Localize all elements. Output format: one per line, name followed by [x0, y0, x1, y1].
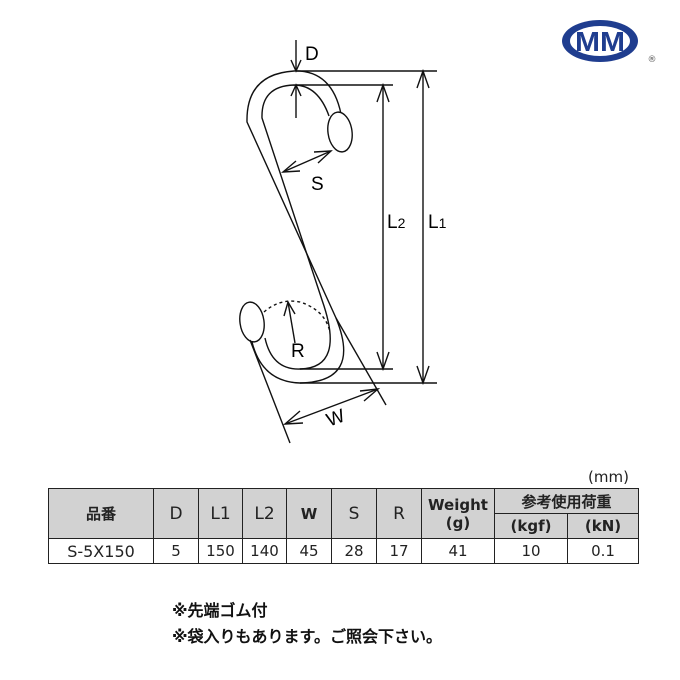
- note-rubber-tip: ※先端ゴム付: [172, 601, 268, 620]
- header-r: R: [376, 488, 422, 539]
- brand-logo: MM ®: [560, 16, 660, 70]
- unit-label: (mm): [588, 468, 629, 486]
- header-weight: Weight(g): [421, 488, 495, 539]
- svg-text:®: ®: [648, 55, 657, 65]
- dim-label-d: D: [305, 44, 319, 65]
- cell-kn: 0.1: [567, 538, 639, 564]
- dim-label-l2: LL22: [387, 212, 406, 233]
- weight-label: Weight: [428, 495, 488, 514]
- cell-l1: 150: [198, 538, 243, 564]
- svg-text:MM: MM: [575, 26, 625, 57]
- spec-table: 品番 D L1 L2 W S R Weight(g) 参考使用荷重 (kgf) …: [48, 488, 639, 564]
- cell-w: 45: [286, 538, 332, 564]
- dim-label-l1: LL11: [428, 212, 447, 233]
- header-l2: L2: [242, 488, 287, 539]
- header-w: W: [286, 488, 332, 539]
- header-l1: L1: [198, 488, 243, 539]
- weight-unit: (g): [445, 513, 471, 532]
- header-d: D: [153, 488, 199, 539]
- header-part: 品番: [48, 488, 154, 539]
- dim-label-r: R: [291, 341, 305, 362]
- cell-s: 28: [331, 538, 377, 564]
- note-bagged: ※袋入りもあります。ご照会下さい。: [172, 627, 442, 646]
- cell-kgf: 10: [494, 538, 568, 564]
- cell-d: 5: [153, 538, 199, 564]
- s-hook-drawing: [239, 40, 437, 444]
- cell-r: 17: [376, 538, 422, 564]
- table-row: S-5X150 5 150 140 45 28 17 41 10 0.1: [48, 538, 639, 564]
- cell-part: S-5X150: [48, 538, 154, 564]
- cell-weight: 41: [421, 538, 495, 564]
- cell-l2: 140: [242, 538, 287, 564]
- header-kn: (kN): [567, 513, 639, 539]
- dimension-lines: [249, 40, 437, 444]
- header-kgf: (kgf): [494, 513, 568, 539]
- dim-label-s: S: [311, 174, 324, 195]
- header-load: 参考使用荷重: [494, 488, 639, 514]
- header-s: S: [331, 488, 377, 539]
- s-hook-outline: [239, 70, 353, 384]
